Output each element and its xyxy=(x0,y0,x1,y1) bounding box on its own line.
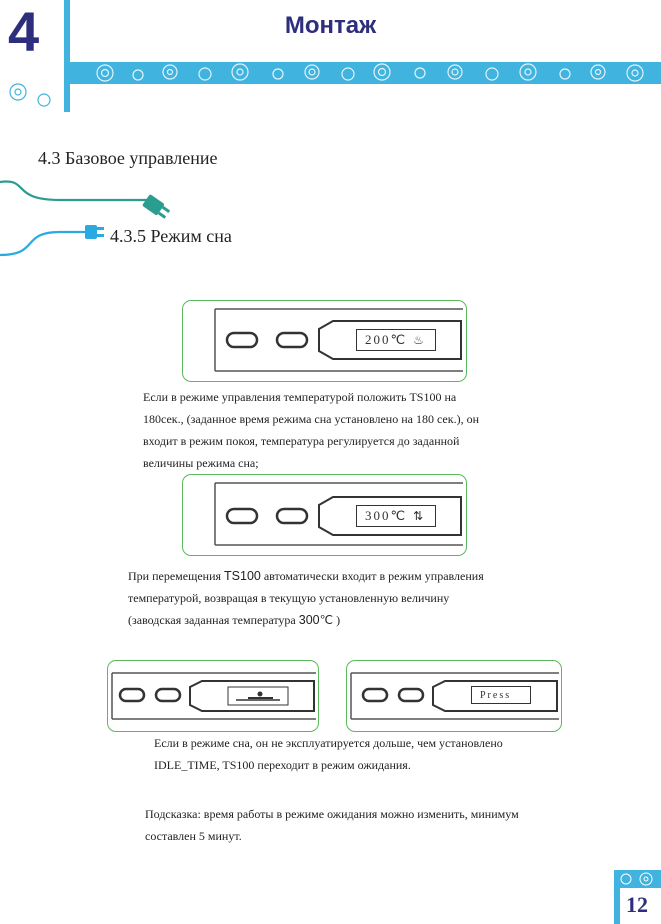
device-panel-1: 200℃ ♨ xyxy=(182,300,467,382)
device-panel-4: Press xyxy=(346,660,562,732)
subsection-title: 4.3.5 Режим сна xyxy=(110,226,232,246)
paragraph-sleep-entry: Если в режиме управления температурой по… xyxy=(143,390,479,470)
lcd-display: 200℃ ♨ xyxy=(356,329,436,351)
device-body-illustration xyxy=(214,482,463,546)
heat-waves-icon: ♨ xyxy=(413,332,424,347)
section-title: 4.3 Базовое управление xyxy=(38,148,218,168)
device-body-illustration xyxy=(214,308,463,372)
page-number: 12 xyxy=(626,892,648,917)
power-cords-icon xyxy=(0,180,171,257)
device-body-illustration xyxy=(350,672,559,720)
paragraph-motion-wake: При перемещения TS100 автоматически вход… xyxy=(128,569,484,627)
chapter-box-edge xyxy=(64,0,70,112)
chapter-number: 4 xyxy=(8,0,40,63)
paragraph-standby: Если в режиме сна, он не эксплуатируется… xyxy=(154,736,503,772)
lcd-press-text: Press xyxy=(480,689,512,701)
lcd-display: Press xyxy=(471,686,531,704)
temperature-bars-icon: ⇅ xyxy=(413,508,424,523)
paragraph-hint: Подсказка: время работы в режиме ожидани… xyxy=(145,807,519,843)
device-panel-2: 300℃ ⇅ xyxy=(182,474,467,556)
lcd-temperature: 300℃ xyxy=(365,508,408,523)
gear-decoration-icon xyxy=(9,83,51,107)
page-title: Монтаж xyxy=(284,12,377,39)
page-corner-gear-icon xyxy=(614,870,661,924)
sleeping-person-icon xyxy=(236,691,280,701)
lcd-temperature: 200℃ xyxy=(365,332,408,347)
gear-pattern-band xyxy=(0,62,661,84)
device-panel-3 xyxy=(107,660,319,732)
device-body-illustration xyxy=(111,672,316,720)
lcd-display: 300℃ ⇅ xyxy=(356,505,436,527)
chapter-number-box: 4 xyxy=(0,0,70,112)
